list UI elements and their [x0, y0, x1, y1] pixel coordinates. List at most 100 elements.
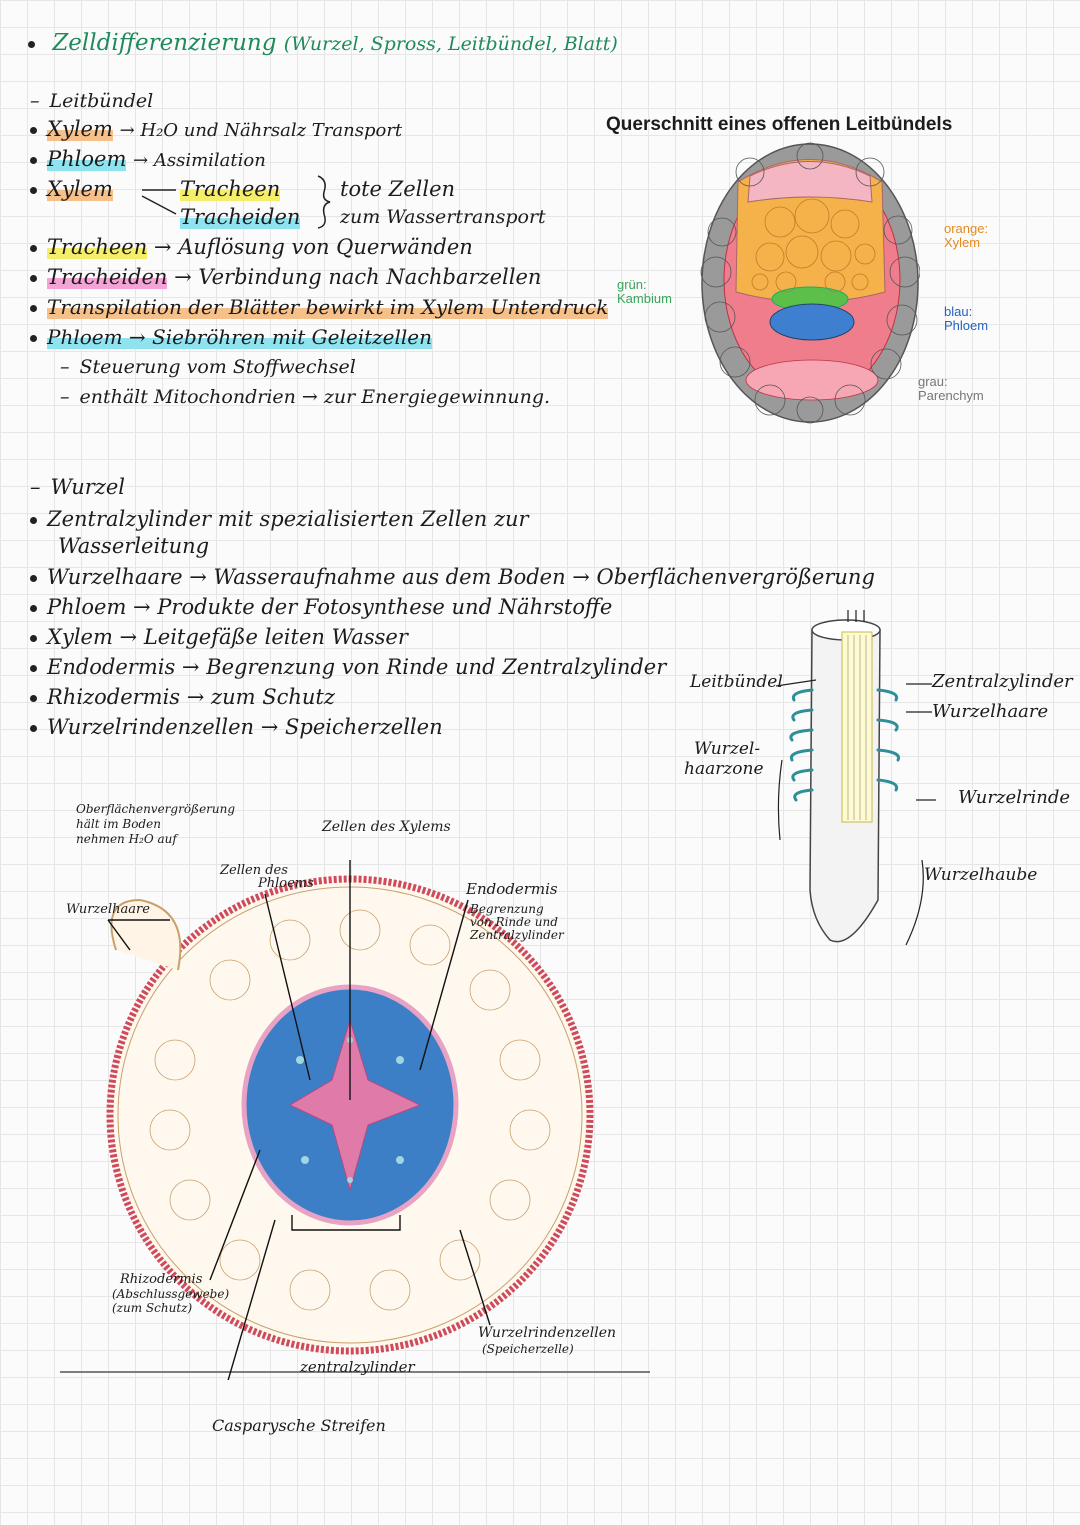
legend-blau: blau: Phloem: [944, 305, 988, 333]
bullet-icon: [30, 665, 37, 672]
phloem-label: Phloem: [47, 147, 127, 171]
list-item: Xylem → H₂O und Nährsalz Transport: [30, 116, 402, 144]
label-rhizo-sub1: (Abschlussgewebe): [112, 1287, 230, 1301]
legend-gruen: grün: Kambium: [617, 278, 672, 306]
legend-gruen-value: Kambium: [617, 291, 672, 306]
wassertransport-text: zum Wassertransport: [340, 206, 546, 228]
label-endodermis: Endodermis: [466, 880, 558, 898]
label-rindenzellen: Wurzelrindenzellen: [478, 1325, 617, 1341]
brace-icon: [317, 175, 331, 229]
bullet-icon: [30, 635, 37, 642]
phloem2-text: Phloem → Siebröhren mit Geleitzellen: [47, 325, 433, 349]
sub1-text: Steuerung vom Stoffwechsel: [79, 356, 356, 378]
wurzel-line2: Wurzelhaare → Wasseraufnahme aus dem Bod…: [47, 565, 875, 589]
label-wurzelrinde: Wurzelrinde: [958, 787, 1070, 808]
label-wurzelhaube: Wurzelhaube: [924, 865, 1038, 885]
list-item: Phloem → Assimilation: [30, 146, 266, 174]
legend-grau-key: grau:: [918, 374, 948, 389]
tracheen-label: Tracheen: [180, 176, 281, 202]
wurzel-heading-text: Wurzel: [50, 475, 126, 499]
tracheiden2-label: Tracheiden: [47, 265, 168, 289]
bullet-icon: [30, 187, 37, 194]
page-title: Zelldifferenzierung: [52, 30, 277, 56]
wurzel-line3: Phloem → Produkte der Fotosynthese und N…: [47, 595, 613, 619]
bullet-icon: [28, 40, 35, 48]
label-zellen-phloem-2: Phloems: [258, 876, 314, 891]
bullet-icon: [30, 725, 37, 732]
list-item: Phloem → Siebröhren mit Geleitzellen: [30, 324, 433, 350]
branch-lines: [141, 189, 177, 215]
label-endo-sub2: von Rinde und: [470, 915, 558, 929]
wurzel-line1b: Wasserleitung: [58, 534, 210, 558]
list-item: Wurzelhaare → Wasseraufnahme aus dem Bod…: [30, 564, 875, 590]
wurzel-heading: –Wurzel: [30, 475, 126, 499]
wurzel-line7: Wurzelrindenzellen → Speicherzellen: [47, 715, 443, 739]
list-item: Xylem → Leitgefäße leiten Wasser: [30, 624, 408, 650]
label-rhizo-sub2: (zum Schutz): [112, 1301, 193, 1315]
xylem-label: Xylem: [47, 117, 113, 141]
list-item: Rhizodermis → zum Schutz: [30, 684, 335, 710]
bullet-icon: [30, 605, 37, 612]
xylem-text: → H₂O und Nährsalz Transport: [119, 120, 403, 141]
label-rinden-sub: (Speicherzelle): [482, 1342, 574, 1356]
list-item: –enthält Mitochondrien → zur Energiegewi…: [60, 386, 551, 408]
legend-gruen-key: grün:: [617, 277, 647, 292]
legend-grau-value: Parenchym: [918, 388, 984, 403]
transpiration-text: Transpilation der Blätter bewirkt im Xyl…: [47, 295, 609, 319]
tracheen2-text: → Auflösung von Querwänden: [153, 235, 473, 259]
tracheen2-label: Tracheen: [47, 235, 148, 259]
label-zentralzylinder: Zentralzylinder: [932, 671, 1073, 692]
list-item: Tracheiden → Verbindung nach Nachbarzell…: [30, 264, 541, 290]
tracheiden-text: Tracheiden: [180, 205, 301, 229]
list-item: Transpilation der Blätter bewirkt im Xyl…: [30, 294, 609, 320]
leitbuendel-heading: –Leitbündel: [30, 90, 154, 112]
root-tip-pointer-lines: [776, 679, 936, 946]
tote-zellen-text: tote Zellen: [340, 177, 456, 201]
bullet-icon: [30, 245, 37, 252]
label-zellen-phloem-1: Zellen des: [220, 863, 288, 878]
label-wurzelhaarzone-2: haarzone: [684, 759, 764, 779]
label-wurzelhaare-cs: Wurzelhaare: [66, 902, 150, 917]
label-wurzelhaarzone-1: Wurzel-: [694, 739, 761, 759]
list-item: Tracheen → Auflösung von Querwänden: [30, 234, 473, 260]
label-rhizodermis: Rhizodermis: [120, 1272, 203, 1287]
legend-orange-key: orange:: [944, 221, 989, 236]
bullet-icon: [30, 157, 37, 164]
legend-orange: orange: Xylem: [944, 222, 988, 250]
wurzel-line1: Zentralzylinder mit spezialisierten Zell…: [47, 507, 529, 531]
list-item: Endodermis → Begrenzung von Rinde und Ze…: [30, 654, 666, 680]
bullet-icon: [30, 275, 37, 282]
legend-orange-value: Xylem: [944, 235, 981, 250]
wurzel-line6: Rhizodermis → zum Schutz: [47, 685, 335, 709]
leitbuendel-cross-section: [700, 142, 920, 424]
bullet-icon: [30, 517, 37, 524]
tracheiden-label: Tracheiden: [180, 204, 301, 230]
list-item: Wurzelrindenzellen → Speicherzellen: [30, 714, 443, 740]
bullet-icon: [30, 695, 37, 702]
sub2-text: enthält Mitochondrien → zur Energiegewin…: [79, 386, 551, 408]
label-endo-sub1: Begrenzung: [470, 902, 544, 916]
page-subtitle: (Wurzel, Spross, Leitbündel, Blatt): [283, 33, 618, 55]
label-leitbuendel: Leitbündel: [690, 672, 783, 692]
legend-blau-key: blau:: [944, 304, 973, 319]
list-item: Xylem: [30, 176, 113, 202]
wurzel-line5: Endodermis → Begrenzung von Rinde und Ze…: [47, 655, 667, 679]
note-nehmen: nehmen H₂O auf: [76, 832, 177, 846]
label-zentralzylinder-cs: zentralzylinder: [300, 1358, 415, 1376]
list-item: Zentralzylinder mit spezialisierten Zell…: [30, 506, 529, 532]
diagram1-title: Querschnitt eines offenen Leitbündels: [606, 114, 953, 135]
legend-blau-value: Phloem: [944, 318, 989, 333]
label-endo-sub3: Zentralzylinder: [470, 928, 564, 942]
bullet-icon: [30, 127, 37, 134]
xylem2-label: Xylem: [47, 177, 113, 201]
note-haelt: hält im Boden: [76, 817, 161, 831]
label-wurzelhaare: Wurzelhaare: [932, 701, 1049, 722]
list-item: Phloem → Produkte der Fotosynthese und N…: [30, 594, 612, 620]
phloem-text: → Assimilation: [133, 150, 266, 171]
page-header: Zelldifferenzierung (Wurzel, Spross, Lei…: [28, 30, 618, 57]
list-item: –Steuerung vom Stoffwechsel: [60, 356, 356, 378]
leitbuendel-heading-text: Leitbündel: [49, 90, 154, 112]
root-tip-diagram: [789, 610, 901, 943]
tracheen-text: Tracheen: [180, 177, 281, 201]
wurzel-line4: Xylem → Leitgefäße leiten Wasser: [47, 625, 408, 649]
